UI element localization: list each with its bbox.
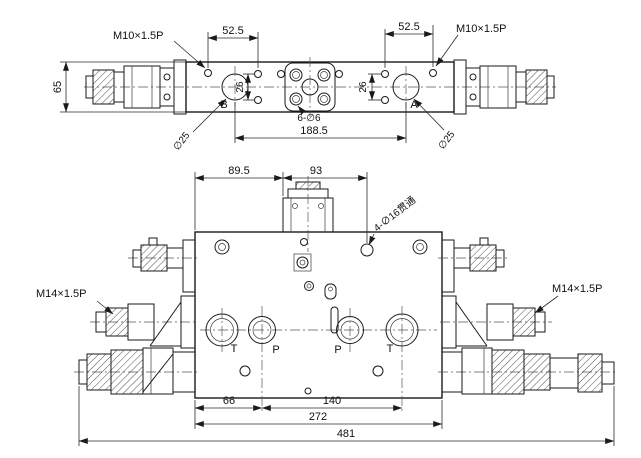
dim-52-5-left: 52.5 M10×1.5P [113,25,259,69]
dim-label-52-5-right: 52.5 [398,21,419,33]
dim-label-65: 65 [52,81,64,93]
thread-m14-left: M14×1.5P [36,288,114,315]
dim-66: 66 [194,395,263,413]
dim-89-5: 89.5 [194,165,284,230]
dia-25-right: ∅25 [413,98,458,152]
dim-label-481: 481 [337,428,355,440]
dim-26-left: 26 [235,73,254,101]
dim-label-93: 93 [310,165,322,177]
dim-label-26-left: 26 [235,81,246,93]
dim-140: 140 [261,395,403,411]
dim-272: 272 [194,400,443,429]
thread-label-m10-left: M10×1.5P [113,30,163,42]
front-view: T P P T [36,165,618,446]
port-label-p2: P [334,344,341,356]
through-hole-note-label: 4-∅16贯通 [371,194,418,234]
port-label-t1: T [231,343,238,355]
top-view: 65 52.5 M10×1.5P 52.5 M10×1.5P 26 [52,21,556,153]
dim-188-5: 188.5 [234,102,407,143]
top-left-solenoid [85,59,187,115]
top-view-body [185,57,455,117]
dim-label-52-5-left: 52.5 [222,25,243,37]
thread-label-m14-left: M14×1.5P [36,288,86,300]
front-right-attachments [438,237,618,395]
front-left-attachments [74,237,200,395]
dim-label-272: 272 [309,411,327,423]
dim-label-188-5: 188.5 [300,125,328,137]
thread-m14-right: M14×1.5P [534,283,602,314]
hole-note-top: 6-∅6 [297,105,321,124]
dia-25-left: ∅25 [172,98,227,153]
port-label-b: B [220,99,227,111]
top-right-solenoid [453,59,555,115]
thread-label-m10-right: M10×1.5P [456,23,506,35]
thread-label-m14-right: M14×1.5P [552,283,602,295]
through-hole-note: 4-∅16贯通 [368,194,418,246]
dim-label-140: 140 [323,395,341,407]
port-label-t2: T [387,343,394,355]
dim-label-26-right: 26 [358,81,369,93]
dim-label-89-5: 89.5 [228,165,249,177]
through-hole-circle [360,243,374,257]
dia-label-25-right: ∅25 [437,129,458,152]
dim-93: 93 [282,165,368,243]
port-label-a: A [410,99,418,111]
dim-26-right: 26 [358,73,381,101]
dim-52-5-right: 52.5 M10×1.5P [384,21,506,68]
hole-note-label-top: 6-∅6 [297,113,321,124]
dim-481: 481 [78,386,615,446]
port-label-p1: P [272,344,279,356]
dim-label-66: 66 [223,395,235,407]
dia-label-25-left: ∅25 [172,130,193,153]
dim-65: 65 [52,61,186,113]
